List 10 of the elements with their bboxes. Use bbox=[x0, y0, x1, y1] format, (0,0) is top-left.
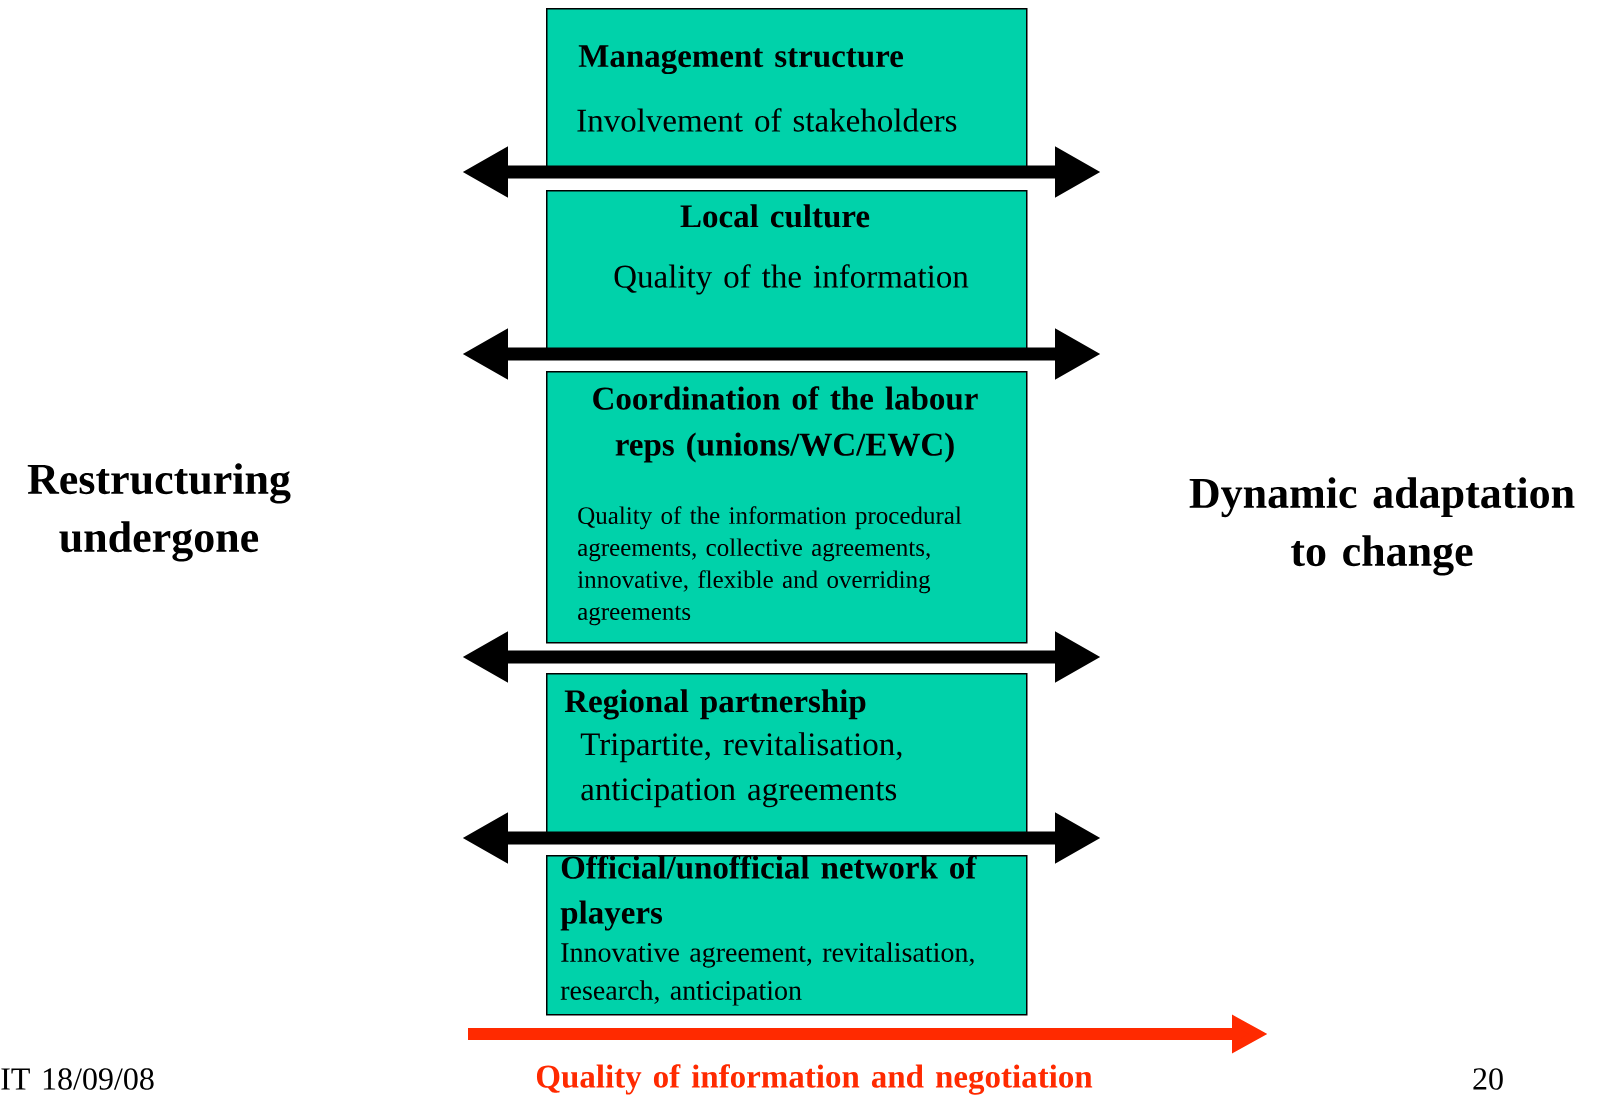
text-box: Official/unofficial network of players Innovative agreement, revitalisation, research, anticipation bbox=[546, 855, 1028, 1016]
text-box: Coordination of the labour reps (unions/WC/EWC) Quality of the information procedural agreements, collective agreements, innovative, flexible and overriding agreements bbox=[546, 371, 1028, 644]
date-text: IT 18/09/08 bbox=[1, 1068, 154, 1090]
text-box: Local culture Quality of the information bbox=[546, 190, 1028, 356]
axis-caption: Quality of information and negotiation bbox=[536, 1064, 1093, 1095]
text-box: Management structure Involvement of stakeholders bbox=[546, 8, 1028, 174]
page-number: 20 bbox=[1473, 1068, 1503, 1090]
side-heading: Dynamic adaptation to change bbox=[1189, 477, 1575, 576]
text-box: Regional partnership Tripartite, revitalisation, anticipation agreements bbox=[546, 673, 1028, 835]
side-heading: Restructuring undergone bbox=[27, 463, 291, 562]
